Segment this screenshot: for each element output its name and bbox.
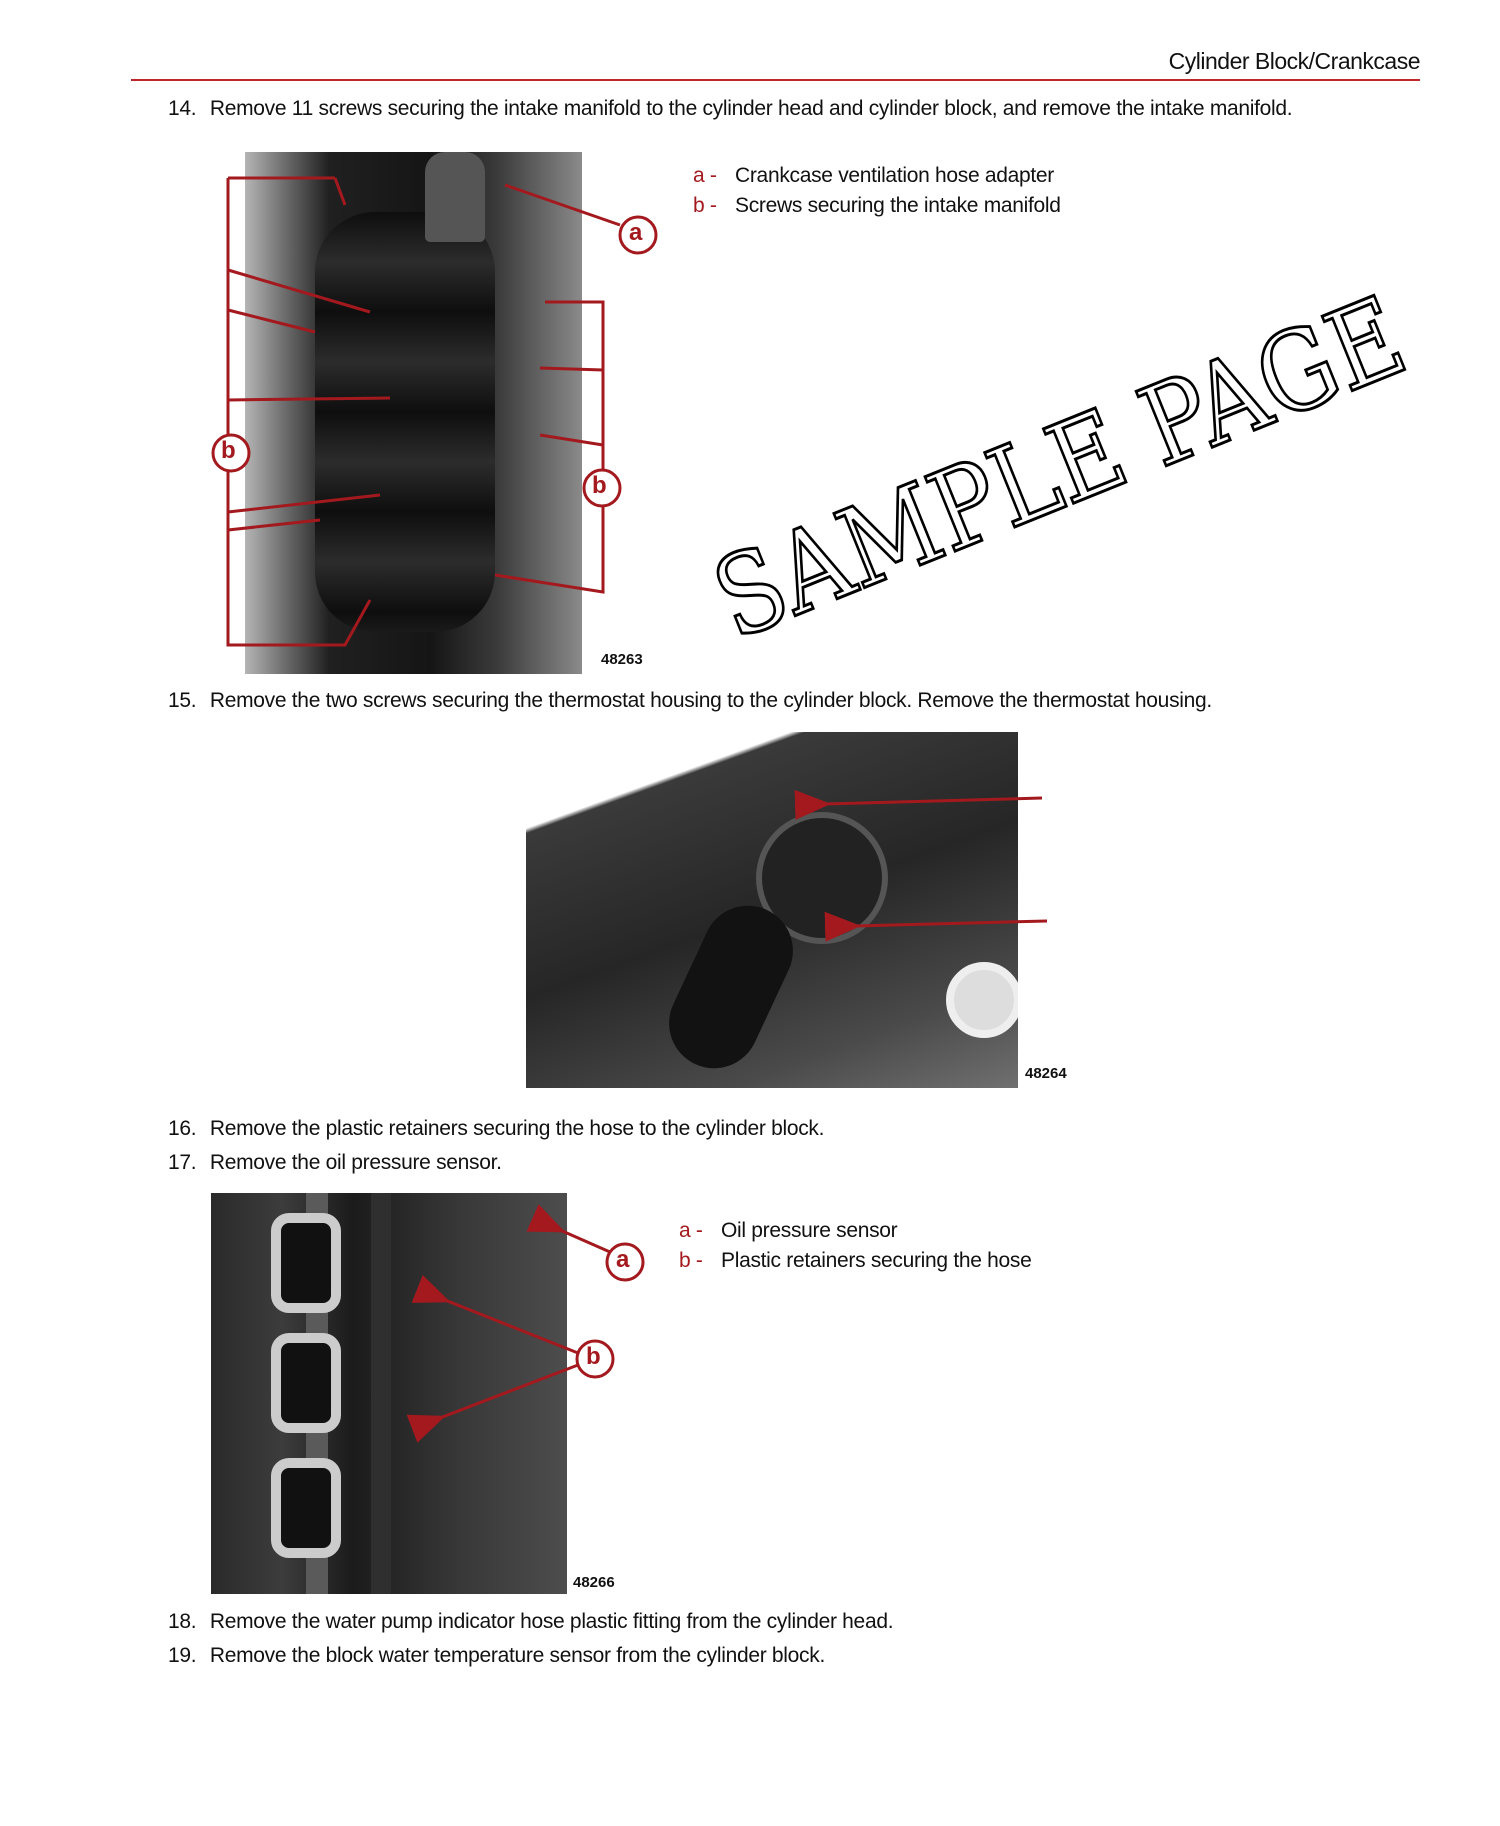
section-title: Cylinder Block/Crankcase: [1168, 48, 1421, 74]
legend-item: b - Plastic retainers securing the hose: [679, 1249, 1032, 1273]
step-text: Remove the plastic retainers securing th…: [209, 1117, 825, 1140]
legend-text: Oil pressure sensor: [721, 1219, 898, 1242]
callout-label: a: [629, 219, 643, 246]
callout-b: [582, 468, 622, 508]
step-number: 15.: [168, 689, 197, 712]
legend-key: a -: [679, 1219, 703, 1242]
legend-key: b -: [679, 1249, 703, 1272]
callout-a: [605, 1242, 645, 1282]
step-text: Remove the oil pressure sensor.: [209, 1151, 502, 1174]
figure-id: 48266: [573, 1574, 615, 1591]
figure-id: 48264: [1025, 1065, 1067, 1082]
arrow-icon: [824, 911, 1048, 942]
step-14: 14. Remove 11 screws securing the intake…: [168, 97, 1293, 121]
callout-label: b: [586, 1343, 601, 1370]
legend-text: Plastic retainers securing the hose: [721, 1249, 1032, 1272]
step-number: 17.: [168, 1151, 197, 1174]
step-text: Remove the two screws securing the therm…: [209, 689, 1212, 712]
thermostat-housing-photo: [526, 732, 1018, 1088]
callout-label: a: [616, 1246, 630, 1273]
arrow-icon: [794, 789, 1043, 820]
header-rule: [131, 79, 1420, 81]
step-number: 16.: [168, 1117, 197, 1140]
callout-label: b: [592, 472, 607, 499]
callout-label: b: [221, 437, 236, 464]
step-18: 18. Remove the water pump indicator hose…: [168, 1610, 894, 1634]
callout-b: [211, 433, 251, 473]
step-number: 14.: [168, 97, 197, 120]
legend-item: a - Crankcase ventilation hose adapter: [693, 164, 1054, 188]
legend-text: Screws securing the intake manifold: [735, 194, 1061, 217]
callout-b: [575, 1339, 615, 1379]
step-16: 16. Remove the plastic retainers securin…: [168, 1117, 824, 1141]
step-text: Remove 11 screws securing the intake man…: [209, 97, 1293, 120]
legend-text: Crankcase ventilation hose adapter: [735, 164, 1055, 187]
intake-manifold-photo: [245, 152, 582, 674]
step-text: Remove the water pump indicator hose pla…: [209, 1610, 894, 1633]
watermark-text: SAMPLE PAGE: [697, 272, 1422, 664]
legend-key: b -: [693, 194, 717, 217]
step-19: 19. Remove the block water temperature s…: [168, 1644, 825, 1668]
step-17: 17. Remove the oil pressure sensor.: [168, 1151, 502, 1175]
step-15: 15. Remove the two screws securing the t…: [168, 689, 1212, 713]
legend-key: a -: [693, 164, 717, 187]
callout-a: [618, 215, 658, 255]
figure-id: 48263: [601, 651, 643, 668]
step-number: 18.: [168, 1610, 197, 1633]
step-number: 19.: [168, 1644, 197, 1667]
legend-item: a - Oil pressure sensor: [679, 1219, 898, 1243]
step-text: Remove the block water temperature senso…: [209, 1644, 825, 1667]
legend-item: b - Screws securing the intake manifold: [693, 194, 1061, 218]
